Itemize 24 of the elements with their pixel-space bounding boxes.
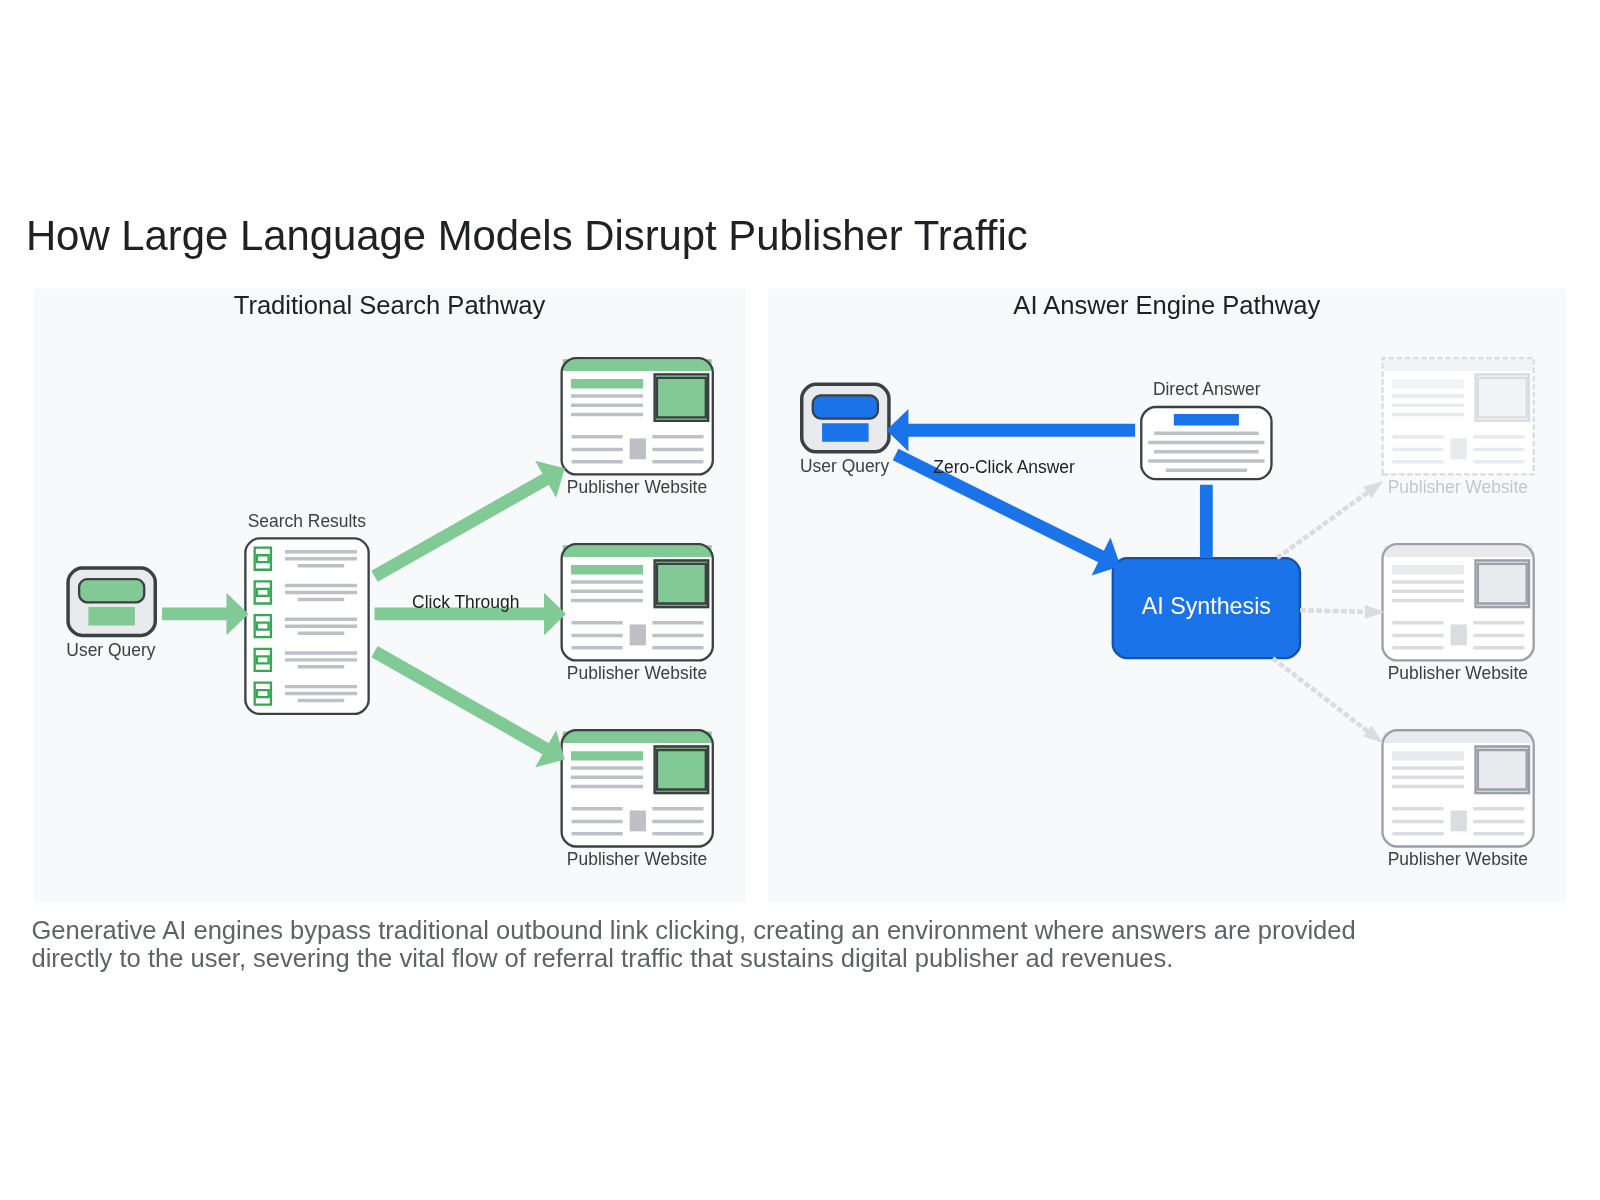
node-label: Publisher Website: [566, 663, 708, 684]
edge-label: Zero-Click Answer: [933, 457, 1075, 478]
node-label: Direct Answer: [1152, 379, 1261, 400]
node-label: Search Results: [247, 510, 366, 531]
arrow: [1300, 604, 1385, 619]
arrow: [374, 592, 566, 636]
arrow: [892, 448, 1121, 576]
arrow: [162, 592, 249, 636]
arrow: [886, 409, 1136, 452]
diagram-title: How Large Language Models Disrupt Publisher Traffic: [25, 211, 1028, 259]
node-label: Publisher Website: [1387, 849, 1528, 870]
connector: [1199, 484, 1213, 559]
caption: Generative AI engines bypass traditional outbound link clicking, creating an environment where answers are provided directly to the user, severing the vital flow of referral traffic that sustains digital publisher ad revenues.: [31, 916, 1356, 972]
arrow: [1275, 481, 1384, 560]
node-label: Publisher Website: [1387, 663, 1528, 684]
arrow: [371, 460, 565, 582]
node-label: User Query: [66, 639, 156, 660]
arrow: [1271, 656, 1383, 744]
node-box: AI Synthesis: [1111, 556, 1302, 660]
node-label: User Query: [800, 456, 890, 477]
node-label: Publisher Website: [566, 477, 708, 498]
edge-label: Click Through: [412, 592, 520, 613]
arrow: [371, 646, 565, 768]
node-label: Publisher Website: [566, 849, 708, 870]
